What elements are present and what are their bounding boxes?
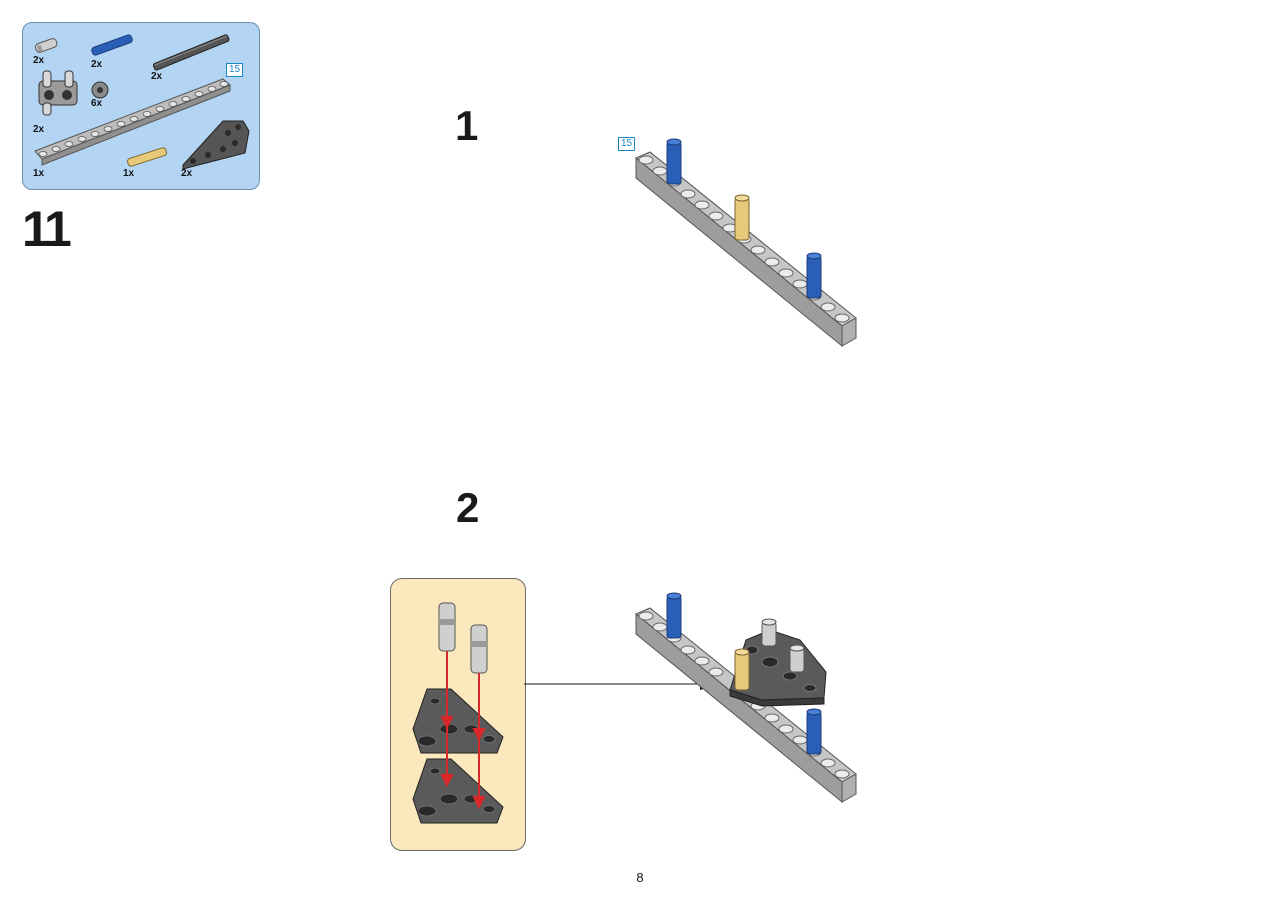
pin-tan-icon xyxy=(127,147,167,167)
qty-pin-tan: 1x xyxy=(123,168,135,179)
red-arrows xyxy=(440,651,486,810)
step-1-number: 1 xyxy=(455,102,479,149)
page-number: 8 xyxy=(636,870,644,885)
beam-15-icon xyxy=(34,78,231,166)
qty-bush: 6x xyxy=(91,98,103,109)
qty-axle-pin-blue: 2x xyxy=(91,59,103,70)
blue-pin xyxy=(806,708,822,755)
page-step-number: 11 xyxy=(22,201,72,257)
cross-block-icon xyxy=(38,70,78,116)
axle-pin-blue-icon xyxy=(91,34,133,56)
qty-connector-pin: 2x xyxy=(33,55,45,66)
tan-pin xyxy=(734,194,750,241)
subassembly-panel xyxy=(390,578,526,851)
parts-list-panel: 2x 2x 2x 2x 6x 1x 1x 2x 15 xyxy=(22,22,260,190)
qty-axle: 2x xyxy=(151,71,163,82)
triangle-beam-icon xyxy=(182,120,250,170)
step-2-number: 2 xyxy=(456,484,480,531)
bush-icon xyxy=(91,81,109,99)
connector-pin-icon xyxy=(34,38,58,53)
qty-cross-block: 2x xyxy=(33,124,45,135)
triangle-beam xyxy=(412,758,504,824)
parts-list-illustration xyxy=(34,34,250,170)
length-badge: 15 xyxy=(226,63,244,77)
subassembly-illustration xyxy=(412,602,504,824)
triangle-beam-assembly xyxy=(729,618,827,707)
blue-pin xyxy=(806,252,822,299)
qty-triangle-beam: 2x xyxy=(181,168,193,179)
blue-pin xyxy=(666,138,682,185)
gray-pin xyxy=(789,644,805,673)
blue-pin xyxy=(666,592,682,639)
qty-beam-15: 1x xyxy=(33,168,45,179)
axle-icon xyxy=(152,34,230,71)
step-1-length-badge: 15 xyxy=(618,137,636,151)
tan-pin xyxy=(734,648,750,691)
gray-pin xyxy=(761,618,777,647)
